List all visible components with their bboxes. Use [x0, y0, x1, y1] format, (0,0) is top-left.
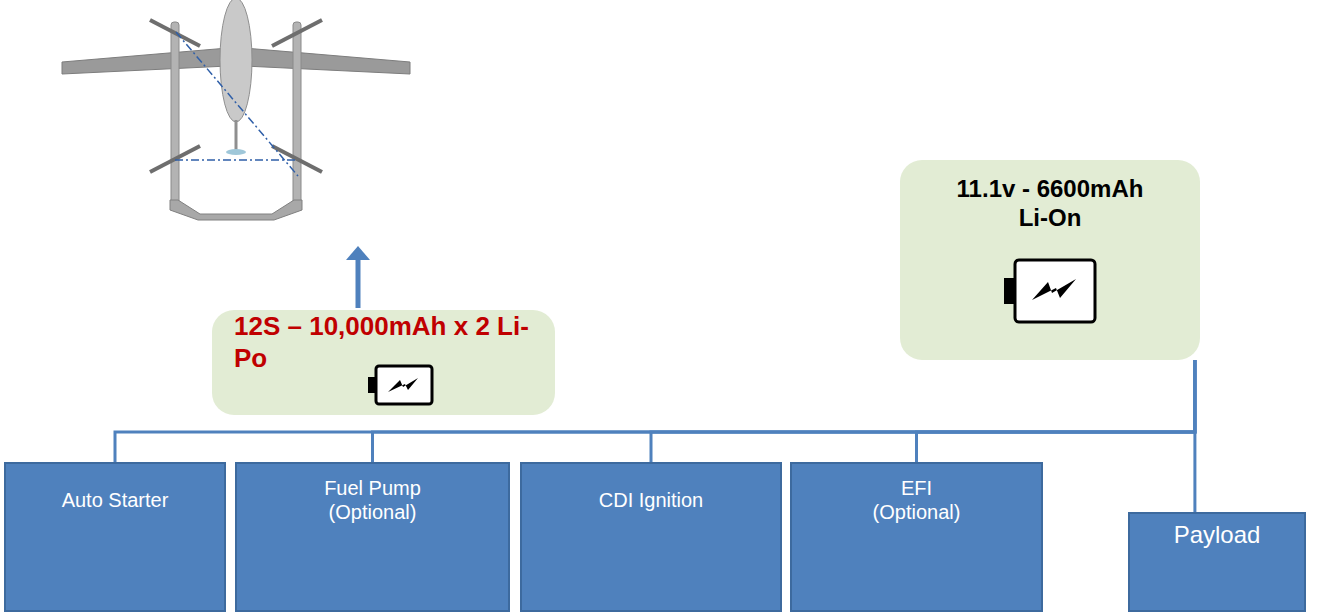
component-box: CDI Ignition [520, 462, 782, 612]
component-box: Auto Starter [4, 462, 226, 612]
power-wire [917, 360, 1195, 462]
component-box: Fuel Pump (Optional) [235, 462, 510, 612]
node-label: Payload [1174, 521, 1261, 550]
component-box: EFI (Optional) [790, 462, 1043, 612]
battery-icon [368, 366, 432, 404]
power-wire [651, 360, 1195, 462]
power-wire [1193, 360, 1196, 512]
node-label: CDI Ignition [599, 488, 704, 512]
node-label: Auto Starter [62, 488, 169, 512]
node-label: EFI (Optional) [857, 476, 977, 524]
battery-icon [1004, 260, 1095, 322]
node-label: 11.1v - 6600mAh Li-On [940, 175, 1160, 233]
node-label: 12S – 10,000mAh x 2 Li-Po [234, 311, 534, 373]
node-label: Fuel Pump (Optional) [303, 476, 443, 524]
component-box: Payload [1128, 512, 1306, 612]
